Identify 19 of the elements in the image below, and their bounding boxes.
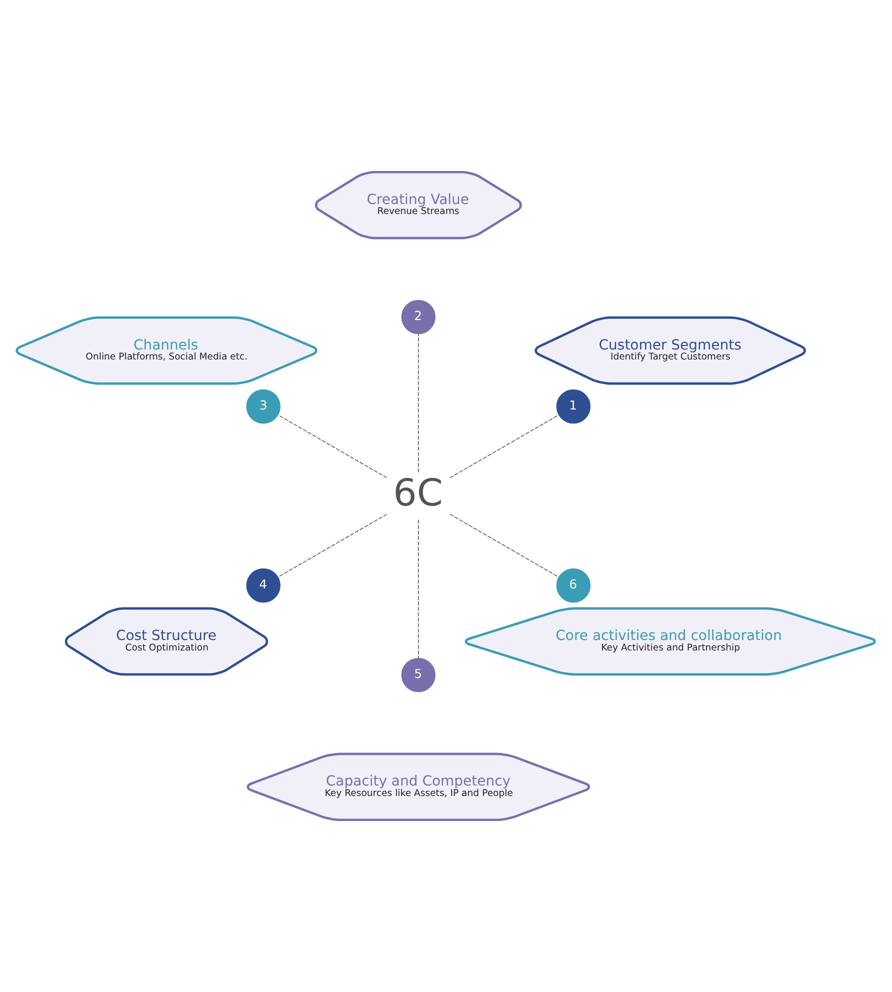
node-ellipse: Channels Online Platforms, Social Media etc. [16, 316, 318, 385]
node-circle: 4 [246, 568, 280, 603]
connector [278, 414, 388, 478]
node-circle: 3 [246, 389, 280, 424]
connector [418, 334, 419, 473]
node-ellipse: Cost Structure Cost Optimization [64, 607, 268, 676]
node-text: 6C [393, 470, 443, 514]
node-ellipse: Customer Segments Identify Target Customers [534, 316, 806, 385]
connector [450, 414, 560, 478]
node-circle: 1 [556, 389, 591, 424]
connector [278, 514, 388, 578]
node-circle: 5 [401, 658, 436, 692]
node-ellipse: Capacity and Competency Key Resources like Assets, IP and People [246, 752, 590, 822]
node-circle: 2 [401, 300, 436, 334]
node-ellipse: Core activities and collaboration Key Activities and Partnership [464, 607, 876, 676]
node-ellipse: Creating Value Revenue Streams [314, 170, 522, 240]
node-circle: 6 [556, 568, 591, 603]
connector [418, 519, 419, 658]
connector [450, 514, 560, 578]
